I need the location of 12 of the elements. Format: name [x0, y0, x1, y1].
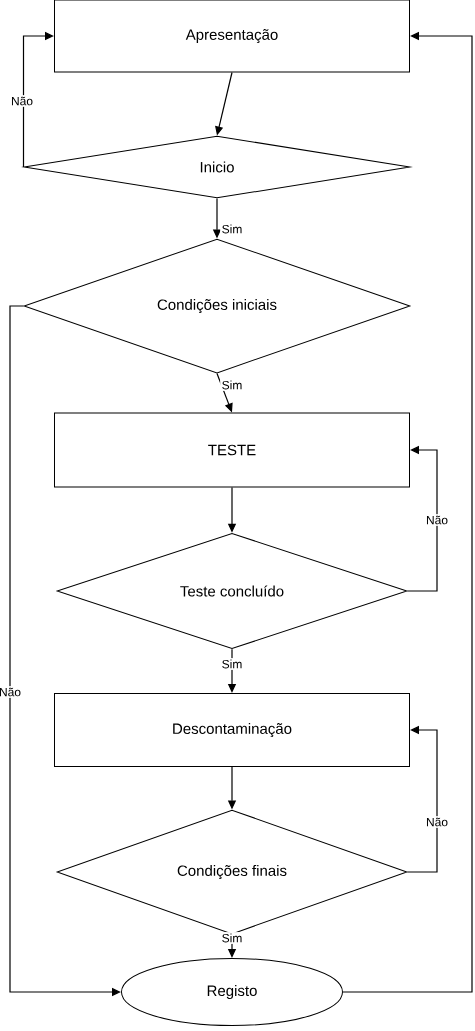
process-box: Apresentação [54, 0, 410, 73]
edge-label: Sim [220, 379, 244, 391]
arrow [22, 31, 54, 168]
edge-label: Não [9, 95, 35, 107]
edge-label: Não [424, 816, 450, 828]
process-box: TESTE [54, 412, 410, 488]
edge-label: Não [424, 514, 450, 526]
process-box: Descontaminação [54, 693, 410, 767]
edge-label: Sim [220, 658, 244, 670]
edge-label: Sim [220, 223, 244, 235]
edge-label: Sim [220, 932, 244, 944]
edge-label: Não [0, 686, 23, 698]
